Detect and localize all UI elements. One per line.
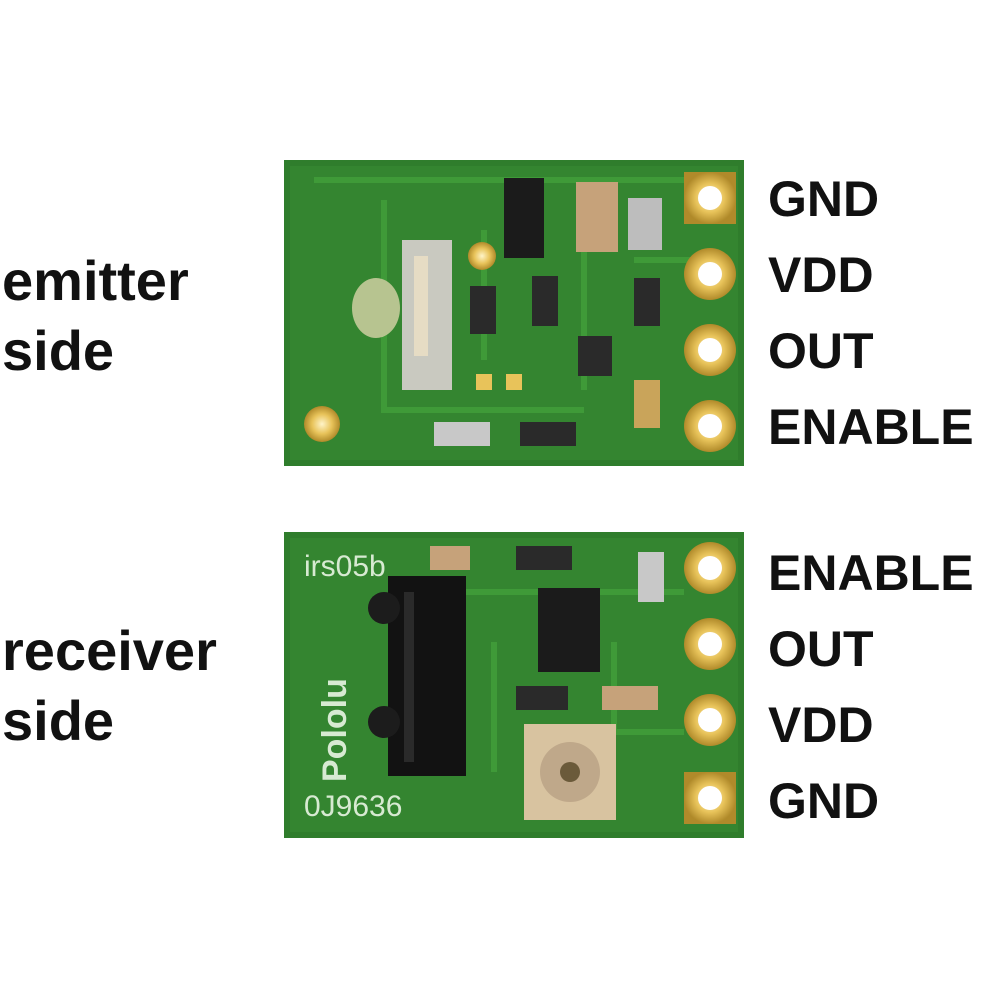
emitter-board (284, 160, 744, 466)
silkscreen-brand: Pololu (316, 678, 354, 782)
emitter-pin-out: OUT (768, 323, 874, 379)
receiver-pin-out: OUT (768, 621, 874, 677)
emitter-pin-enable: ENABLE (768, 399, 974, 455)
trimpot (524, 724, 616, 820)
emitter-pin-pads (684, 172, 736, 452)
receiver-board: irs05b Pololu 0J9636 (284, 532, 744, 838)
silkscreen-model: irs05b (304, 550, 386, 583)
ir-led (352, 240, 452, 390)
ir-receiver-module (368, 576, 466, 776)
emitter-pin-gnd: GND (768, 171, 880, 227)
receiver-pin-enable: ENABLE (768, 545, 974, 601)
receiver-pin-gnd: GND (768, 773, 880, 829)
emitter-pin-vdd: VDD (768, 247, 874, 303)
emitter-side-label: emitter side (2, 249, 189, 382)
receiver-side-label: receiver side (2, 619, 217, 752)
receiver-pin-vdd: VDD (768, 697, 874, 753)
silkscreen-code: 0J9636 (304, 790, 402, 823)
receiver-pin-pads (684, 542, 736, 824)
